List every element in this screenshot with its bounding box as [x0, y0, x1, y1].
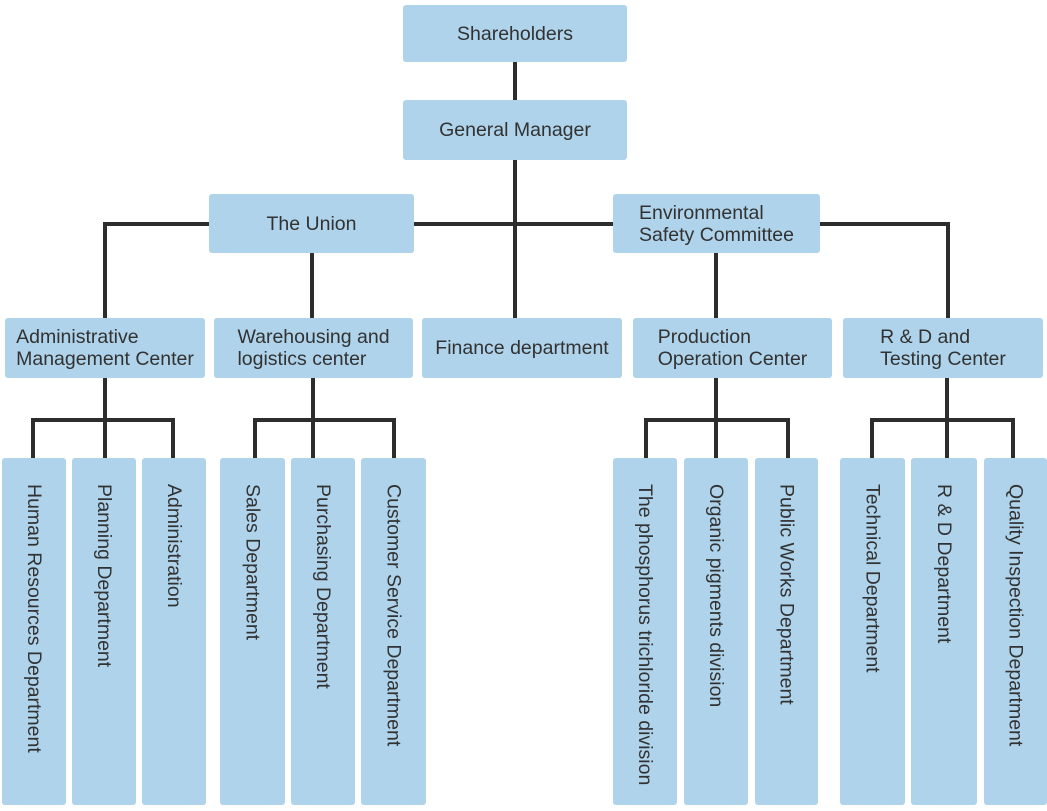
org-node-quality-inspection-department: Quality Inspection Department	[984, 458, 1047, 805]
org-node-administrative-management-center: Administrative Management Center	[5, 318, 205, 378]
org-node-label: Finance department	[435, 337, 609, 359]
org-node-sales-department: Sales Department	[220, 458, 285, 805]
org-node-label: Quality Inspection Department	[1004, 484, 1027, 747]
org-node-organic-pigments-division: Organic pigments division	[684, 458, 748, 805]
org-node-label: Technical Department	[861, 484, 884, 673]
org-node-phosphorus-trichloride-division: The phosphorus trichloride division	[613, 458, 677, 805]
org-node-customer-service-department: Customer Service Department	[361, 458, 426, 805]
org-node-label: Human Resources Department	[23, 484, 45, 753]
org-node-label: The phosphorus trichloride division	[634, 484, 656, 786]
org-node-label: R & D and Testing Center	[880, 326, 1006, 370]
connector-group	[31, 62, 1015, 458]
org-node-label: Public Works Department	[775, 484, 798, 705]
org-node-label: General Manager	[439, 119, 591, 141]
org-node-finance-department: Finance department	[422, 318, 622, 378]
org-node-label: Administration	[163, 484, 185, 608]
org-node-label: R & D Department	[933, 484, 955, 644]
org-node-label: Customer Service Department	[382, 484, 405, 747]
org-node-label: Shareholders	[457, 22, 573, 45]
org-node-rd-and-testing-center: R & D and Testing Center	[843, 318, 1043, 378]
org-node-general-manager: General Manager	[403, 100, 627, 160]
org-node-administration: Administration	[142, 458, 206, 805]
org-node-label: Production Operation Center	[657, 326, 808, 370]
org-node-label: Organic pigments division	[705, 484, 727, 708]
org-node-human-resources-department: Human Resources Department	[2, 458, 66, 805]
org-node-environmental-safety-committee: Environmental Safety Committee	[613, 194, 820, 253]
org-node-label: Warehousing and logistics center	[237, 326, 390, 370]
org-node-warehousing-logistics-center: Warehousing and logistics center	[214, 318, 413, 378]
org-node-technical-department: Technical Department	[840, 458, 905, 805]
org-node-rd-department: R & D Department	[911, 458, 977, 805]
org-node-label: Sales Department	[241, 484, 264, 641]
org-node-production-operation-center: Production Operation Center	[633, 318, 832, 378]
org-node-purchasing-department: Purchasing Department	[291, 458, 355, 805]
org-node-label: The Union	[266, 212, 357, 235]
org-node-shareholders: Shareholders	[403, 5, 627, 62]
org-node-label: Planning Department	[93, 484, 115, 668]
org-node-label: Administrative Management Center	[16, 326, 194, 370]
org-node-public-works-department: Public Works Department	[755, 458, 818, 805]
org-node-planning-department: Planning Department	[72, 458, 136, 805]
org-node-label: Purchasing Department	[312, 484, 334, 689]
org-node-label: Environmental Safety Committee	[639, 201, 794, 246]
org-node-the-union: The Union	[209, 194, 414, 253]
